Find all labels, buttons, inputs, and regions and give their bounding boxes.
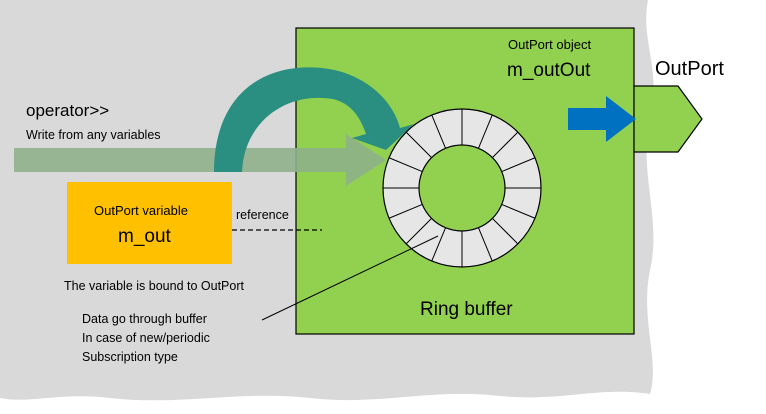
ring-segment-divider [492,218,519,245]
ring-segment-divider [405,218,432,245]
operator-desc: Write from any variables [26,128,161,142]
ring-buffer [382,108,542,268]
ring-segment-divider [388,157,423,173]
ring-segment-divider [501,203,536,219]
ring-inner [418,144,506,232]
ring-segment-divider [431,227,447,262]
port-label: OutPort [655,58,724,80]
ring-buffer-label: Ring buffer [420,299,513,320]
ring-segment-divider [492,131,519,158]
object-caption: OutPort object [508,37,591,52]
variable-caption: OutPort variable [94,203,188,218]
ring-segment-divider [405,131,432,158]
ring-segment-dividers [383,109,541,267]
outport-connector [633,85,703,153]
ring-segment-divider [388,203,423,219]
ring-segment-divider [477,114,493,149]
variable-name: m_out [118,226,172,247]
object-name: m_outOut [507,60,591,81]
buffer-note-line: Data go through buffer [82,312,207,326]
write-arrow [14,134,386,186]
reference-label: reference [236,208,289,222]
ring-segment-divider [431,114,447,149]
operator-label: operator>> [26,101,109,120]
buffer-note-line: In case of new/periodic [82,331,210,345]
outport-variable-box [67,182,232,264]
buffer-note-line: Subscription type [82,350,178,364]
ring-segment-divider [501,157,536,173]
buffer-note-pointer [261,235,439,321]
data-arrow [568,96,636,142]
ring-segment-divider [477,227,493,262]
curved-arrow [214,67,414,172]
bound-note: The variable is bound to OutPort [64,279,244,293]
